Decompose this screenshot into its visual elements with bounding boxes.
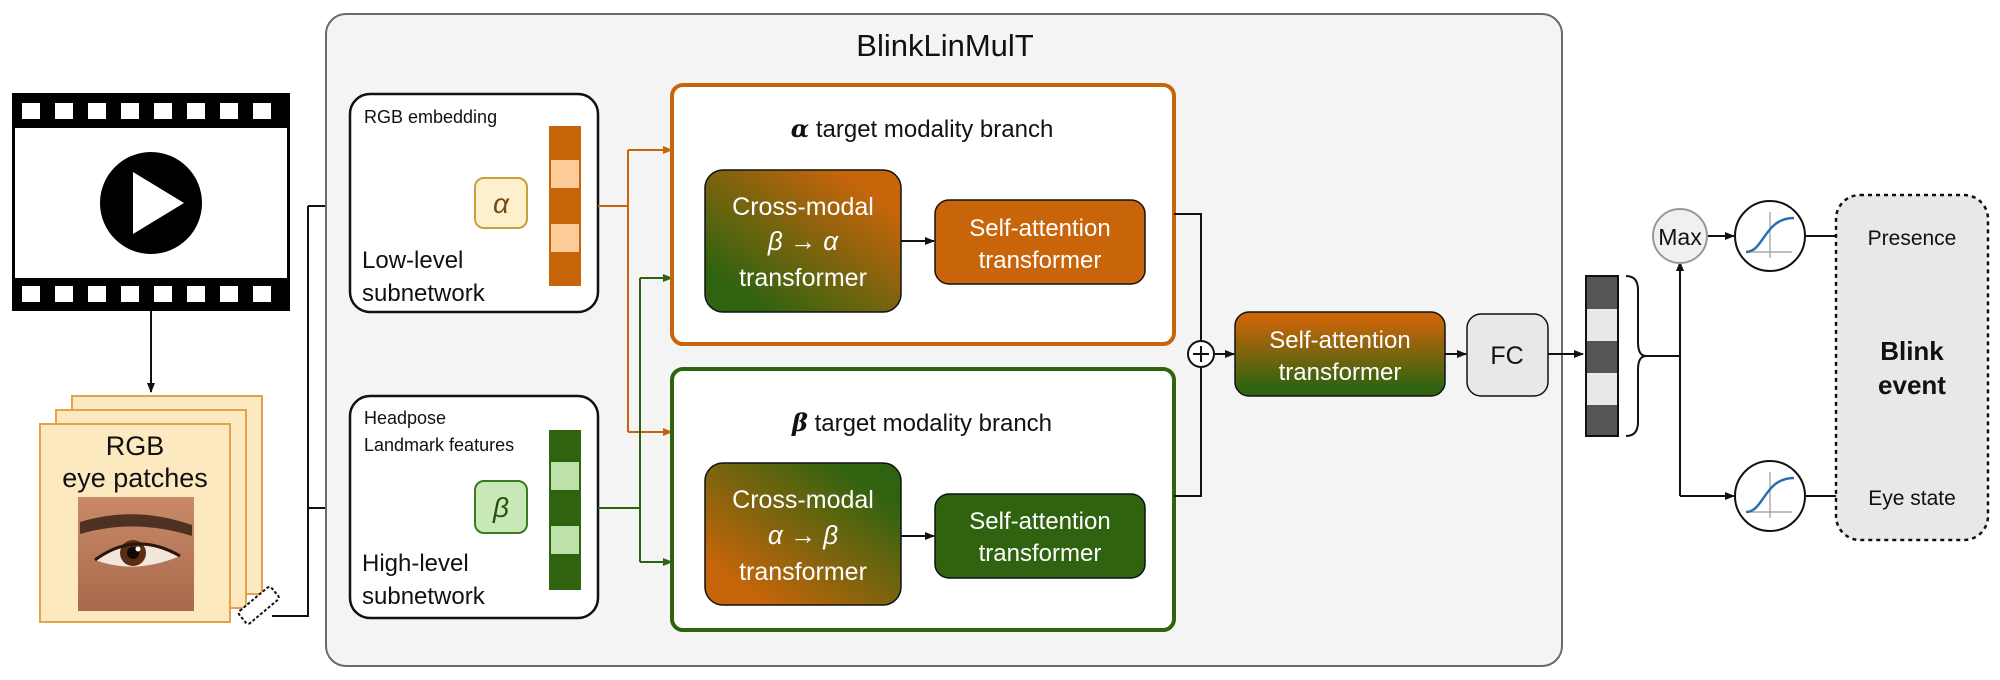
self-attention-alpha-line1: Self-attention — [969, 215, 1110, 242]
fusion-self-attention-line2: transformer — [1279, 359, 1402, 386]
high-level-label-line2: subnetwork — [362, 583, 486, 610]
patches-label-line2: eye patches — [62, 463, 208, 493]
presence-label: Presence — [1868, 227, 1957, 250]
alpha-target-branch: α target modality branch Cross-modal β →… — [670, 83, 1176, 346]
self-attention-beta-line1: Self-attention — [969, 508, 1110, 535]
self-attention-alpha-line2: transformer — [979, 247, 1102, 274]
alpha-branch-title: α target modality branch — [791, 114, 1054, 143]
self-attention-alpha — [934, 199, 1146, 285]
high-level-label-line1: High-level — [362, 550, 469, 577]
sigmoid-curve-icon — [1745, 216, 1795, 254]
sigmoid-presence — [1734, 200, 1806, 272]
landmark-caption: Landmark features — [364, 435, 514, 455]
cross-modal-beta-line2: α → β — [768, 520, 838, 550]
alpha-badge — [474, 177, 528, 229]
cross-modal-beta-line1: Cross-modal — [732, 486, 874, 514]
sum-node — [1187, 340, 1215, 368]
fc-label: FC — [1490, 342, 1523, 370]
headpose-caption: Headpose — [364, 408, 446, 428]
cross-modal-alpha-line1: Cross-modal — [732, 193, 874, 221]
film-holes-bottom — [22, 286, 271, 302]
green-connections — [598, 274, 673, 566]
sigmoid-curve-icon — [1745, 476, 1795, 514]
cross-modal-beta-line3: transformer — [739, 558, 867, 586]
beta-badge — [474, 480, 528, 534]
max-node: Max — [1652, 208, 1708, 264]
eye-image — [78, 497, 194, 611]
low-level-label-line1: Low-level — [362, 247, 463, 274]
fc-layer: FC — [1466, 313, 1549, 397]
rgb-eye-patches: RGB eye patches — [39, 395, 263, 623]
self-attention-beta — [934, 493, 1146, 579]
blink-event-line1: Blink — [1880, 336, 1944, 366]
video-input-icon — [12, 93, 290, 311]
beta-badge-symbol: β — [492, 492, 509, 523]
orange-connections — [598, 146, 673, 436]
fusion-self-attention-line1: Self-attention — [1269, 327, 1410, 354]
model-title: BlinkLinMulT — [856, 28, 1034, 63]
head-connections — [1646, 232, 1851, 500]
self-attention-beta-line2: transformer — [979, 540, 1102, 567]
low-level-label-line2: subnetwork — [362, 280, 486, 307]
rgb-embedding-caption: RGB embedding — [364, 107, 497, 127]
max-label: Max — [1658, 224, 1702, 250]
output-brace — [1625, 275, 1647, 437]
branch-merge-lines — [1174, 213, 1202, 497]
fusion-self-attention: Self-attention transformer — [1234, 311, 1446, 397]
landmark-feature-vector — [549, 430, 581, 590]
cross-modal-alpha-line3: transformer — [739, 264, 867, 292]
blink-event-panel: Presence Eye state Blink event — [1834, 193, 1990, 542]
blink-event-line2: event — [1878, 370, 1946, 400]
low-level-subnetwork: RGB embedding α Low-level subnetwork — [348, 92, 600, 314]
beta-branch-title: β target modality branch — [791, 408, 1052, 437]
film-holes-top — [22, 103, 271, 119]
magnifier-icon — [237, 585, 280, 625]
cross-modal-alpha-line2: β → α — [767, 226, 839, 256]
cross-modal-alpha-to-beta — [704, 462, 902, 606]
rgb-feature-vector — [549, 126, 581, 286]
beta-target-branch: β target modality branch Cross-modal α →… — [670, 367, 1176, 632]
output-vector — [1585, 275, 1647, 437]
sigmoid-eye-state — [1734, 460, 1806, 532]
alpha-badge-symbol: α — [493, 188, 510, 219]
high-level-subnetwork: Headpose Landmark features β High-level … — [348, 394, 600, 620]
patches-label-line1: RGB — [106, 431, 165, 461]
eye-state-label: Eye state — [1868, 487, 1956, 510]
